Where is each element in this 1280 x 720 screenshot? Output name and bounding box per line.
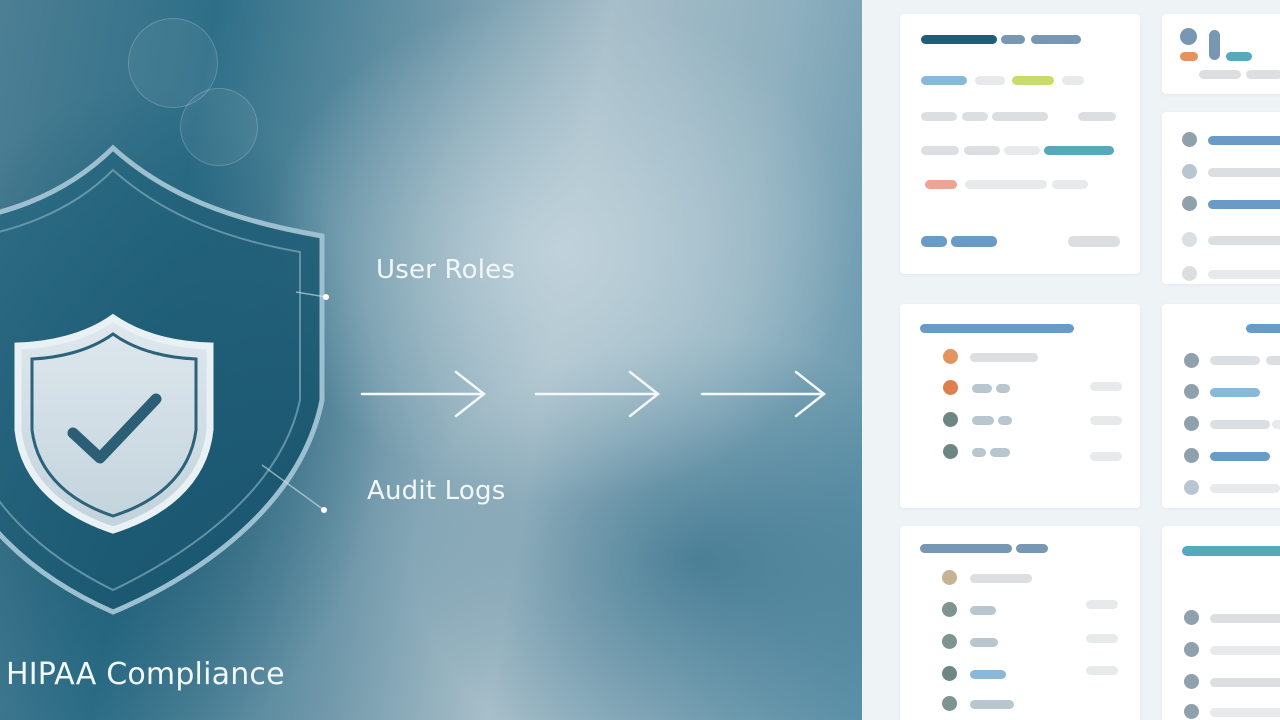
hero-graphics [0, 144, 827, 615]
arrow-right-icon [534, 370, 661, 418]
checkmark-icon [67, 393, 162, 464]
user-list-card [1162, 112, 1280, 284]
activity-card [1162, 526, 1280, 720]
audit-logs-label: Audit Logs [367, 476, 506, 506]
arrow-right-icon [360, 370, 487, 418]
audit-log-card [900, 526, 1140, 720]
status-card [1162, 14, 1280, 94]
permissions-card [1162, 304, 1280, 508]
roles-card [900, 304, 1140, 508]
connector-dot [321, 507, 327, 513]
shield-icon [0, 144, 325, 615]
arrow-right-icon [700, 370, 827, 418]
hero-banner: User Roles Audit Logs HIPAA Compliance [0, 0, 862, 720]
bokeh-circle [180, 88, 258, 166]
user-roles-label: User Roles [376, 255, 516, 285]
hipaa-compliance-label: HIPAA Compliance [6, 657, 285, 692]
summary-card [900, 14, 1140, 274]
dashboard-mockup [862, 0, 1280, 720]
connector-dot [323, 294, 329, 300]
